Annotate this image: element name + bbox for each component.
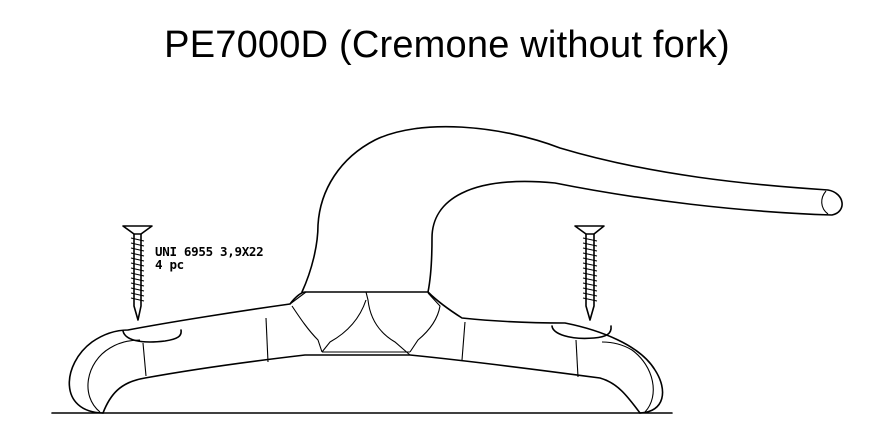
screw-quantity-label: 4 pc [155,257,184,272]
screw-right [574,225,605,321]
drawing-title: PE7000D (Cremone without fork) [164,24,730,66]
handle-lever [301,125,843,293]
screw-left [122,225,153,321]
base-body [51,291,673,414]
screw-spec-label: UNI 6955 3,9X22 [155,244,264,259]
